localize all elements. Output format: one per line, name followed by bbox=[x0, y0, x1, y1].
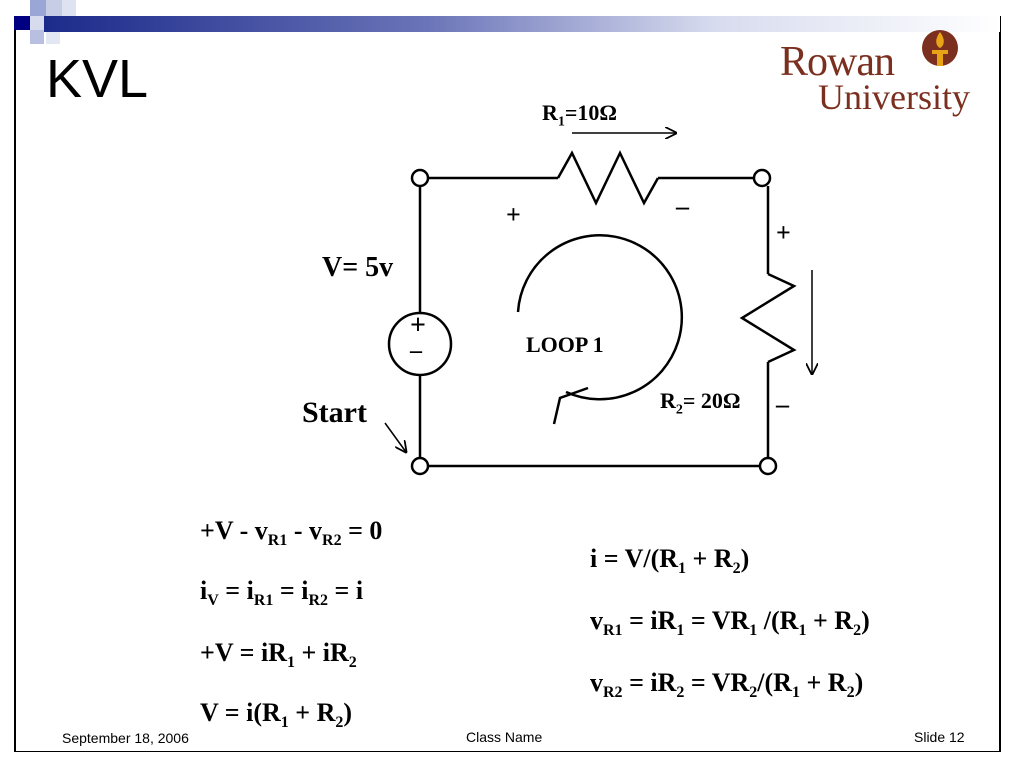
start-label: Start bbox=[302, 396, 367, 429]
logo-text-bottom: University bbox=[818, 77, 970, 117]
start-pointer-arrow bbox=[384, 422, 406, 452]
slide-title: KVL bbox=[46, 49, 149, 109]
r1-label: R1=10Ω bbox=[542, 100, 618, 130]
equation-sum: +V = iR1 + iR2 bbox=[200, 638, 357, 672]
equation-vr1: vR1 = iR1 = VR1 /(R1 + R2) bbox=[590, 606, 870, 640]
rowan-university-logo: Rowan University bbox=[778, 24, 988, 120]
title-bar-gradient bbox=[44, 16, 1000, 32]
r2-label: R2= 20Ω bbox=[660, 388, 741, 418]
equation-currents: iV = iR1 = iR2 = i bbox=[200, 576, 364, 610]
equation-total: V = i(R1 + R2) bbox=[200, 698, 353, 732]
loop-label: LOOP 1 bbox=[526, 332, 604, 357]
equation-kvl: +V - vR1 - vR2 = 0 bbox=[200, 516, 383, 550]
r1-plus-sign: + bbox=[506, 200, 521, 229]
circuit-wires bbox=[418, 150, 797, 468]
torch-icon bbox=[922, 30, 958, 66]
footer-slide-number: Slide 12 bbox=[914, 729, 965, 745]
loop-arrow bbox=[516, 234, 684, 401]
source-minus-sign: – bbox=[410, 338, 422, 364]
corner-squares-decoration bbox=[14, 0, 76, 44]
equation-vr2: vR2 = iR2 = VR2/(R1 + R2) bbox=[590, 668, 864, 702]
logo-text-top: Rowan bbox=[780, 39, 895, 85]
r1-minus-sign: – bbox=[676, 192, 689, 221]
r2-plus-sign: + bbox=[776, 218, 791, 247]
loop-arrowhead bbox=[552, 386, 589, 425]
footer-class-name: Class Name bbox=[466, 729, 543, 745]
equation-current: i = V/(R1 + R2) bbox=[590, 544, 750, 578]
footer-date: September 18, 2006 bbox=[62, 730, 189, 746]
source-plus-sign: + bbox=[410, 310, 426, 341]
voltage-source bbox=[387, 311, 453, 377]
r2-minus-sign: – bbox=[776, 390, 789, 419]
circuit-nodes bbox=[410, 168, 778, 476]
source-label: V= 5v bbox=[322, 252, 394, 283]
